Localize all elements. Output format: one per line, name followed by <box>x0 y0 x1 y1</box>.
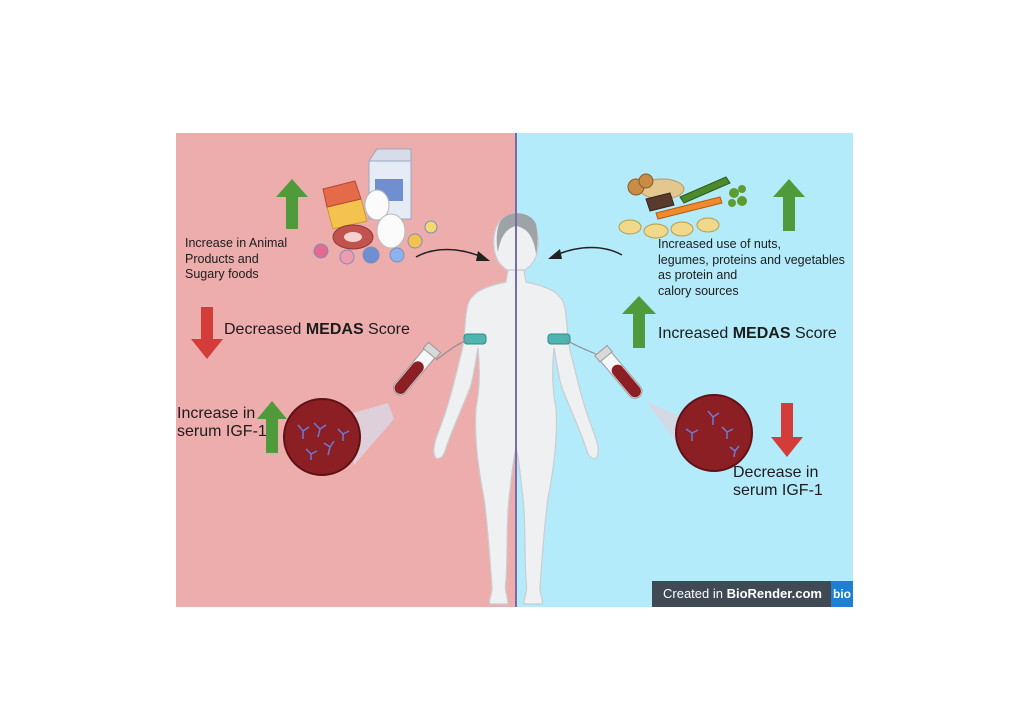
blood-drop-icon <box>283 398 394 476</box>
credit-text: Created in BioRender.com <box>663 581 822 607</box>
decrease-arrow-icon <box>771 403 803 457</box>
blood-tube-icon <box>392 341 442 396</box>
plant-foods-icon <box>618 173 747 239</box>
left-igf-label: Increase in serum IGF-1 <box>177 405 267 440</box>
right-medas-bold: MEDAS <box>732 325 791 342</box>
right-medas-suffix: Score <box>790 325 837 342</box>
right-igf-label: Decrease in serum IGF-1 <box>733 464 823 499</box>
right-medas-label: Increased MEDAS Score <box>658 324 837 343</box>
right-medas-prefix: Increased <box>658 325 733 342</box>
biorender-logo: bio <box>831 581 853 607</box>
increase-arrow-icon <box>622 296 656 348</box>
figure: Increase in Animal Products and Sugary f… <box>176 133 853 607</box>
credit-brand: BioRender.com <box>726 586 822 601</box>
animal-foods-icon <box>313 148 438 265</box>
credit-prefix: Created in <box>663 586 727 601</box>
blood-tube-icon <box>594 344 643 399</box>
right-curved-arrow-icon <box>548 246 623 259</box>
left-medas-suffix: Score <box>363 321 410 338</box>
increase-arrow-icon <box>276 179 308 229</box>
left-medas-bold: MEDAS <box>305 321 364 338</box>
left-curved-arrow-icon <box>415 248 490 261</box>
left-medas-prefix: Decreased <box>224 321 306 338</box>
center-divider <box>515 133 517 607</box>
right-food-label: Increased use of nuts, legumes, proteins… <box>658 237 845 298</box>
increase-arrow-icon <box>257 401 287 453</box>
decrease-arrow-icon <box>191 307 223 359</box>
biorender-credit-badge: Created in BioRender.com bio <box>652 581 853 607</box>
increase-arrow-icon <box>773 179 805 231</box>
left-food-label: Increase in Animal Products and Sugary f… <box>185 236 288 281</box>
left-medas-label: Decreased MEDAS Score <box>224 320 410 339</box>
blood-drop-icon <box>646 394 753 472</box>
